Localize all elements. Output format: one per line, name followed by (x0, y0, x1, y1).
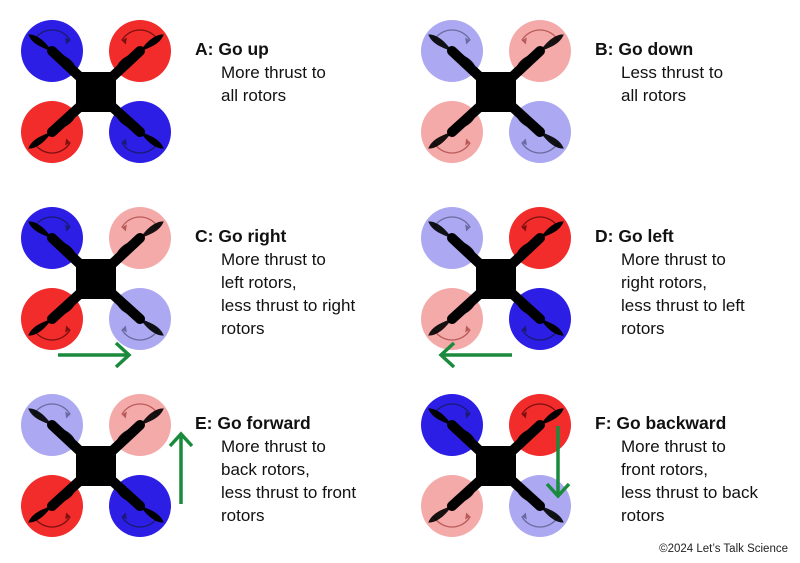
direction-arrow-right (58, 341, 132, 369)
maneuver-description-line: More thrust to (221, 437, 326, 456)
maneuver-title: D: Go left (595, 226, 674, 246)
maneuver-description-line: More thrust to (221, 250, 326, 269)
drone-diagram (421, 394, 571, 537)
direction-arrow-down (545, 426, 571, 499)
direction-arrow-up (168, 431, 194, 504)
maneuver-description-line: less thrust to right (221, 296, 356, 315)
drone-body (447, 233, 545, 324)
maneuver-description-line: less thrust to back (621, 483, 759, 502)
maneuver-description-line: More thrust to (221, 63, 326, 82)
maneuver-description-line: front rotors, (621, 460, 708, 479)
maneuver-description-line: right rotors, (621, 273, 707, 292)
maneuver-caption: A: Go up More thrust to all rotors (195, 38, 326, 107)
maneuver-title: C: Go right (195, 226, 287, 246)
drone-diagram (21, 20, 171, 163)
drone-body (47, 233, 145, 324)
maneuver-title: A: Go up (195, 39, 269, 59)
maneuver-description-line: More thrust to (621, 250, 726, 269)
drone-body (47, 46, 145, 137)
maneuver-description-line: More thrust to (621, 437, 726, 456)
maneuver-title: B: Go down (595, 39, 694, 59)
maneuver-description-line: all rotors (221, 86, 287, 105)
maneuver-description-line: back rotors, (221, 460, 310, 479)
copyright-notice: ©2024 Let’s Talk Science (659, 543, 788, 555)
drone-body (47, 420, 145, 511)
maneuver-title: F: Go backward (595, 413, 727, 433)
maneuver-description-line: rotors (621, 506, 665, 525)
drone-body (447, 420, 545, 511)
maneuver-description-line: rotors (621, 319, 665, 338)
drone-diagram (21, 394, 194, 537)
drone-diagram (21, 207, 171, 369)
direction-arrow-left (438, 341, 512, 369)
maneuver-description-line: rotors (221, 506, 265, 525)
maneuver-description-line: Less thrust to (621, 63, 724, 82)
maneuver-title: E: Go forward (195, 413, 311, 433)
maneuver-description-line: rotors (221, 319, 265, 338)
maneuver-description-line: less thrust to left (621, 296, 745, 315)
maneuver-description-line: left rotors, (221, 273, 297, 292)
drone-diagram (421, 207, 571, 369)
drone-diagram (421, 20, 571, 163)
maneuver-panel: A: Go up More thrust to all rotors (0, 0, 400, 187)
maneuver-description-line: all rotors (621, 86, 687, 105)
drone-body (447, 46, 545, 137)
maneuver-description-line: less thrust to front (221, 483, 357, 502)
